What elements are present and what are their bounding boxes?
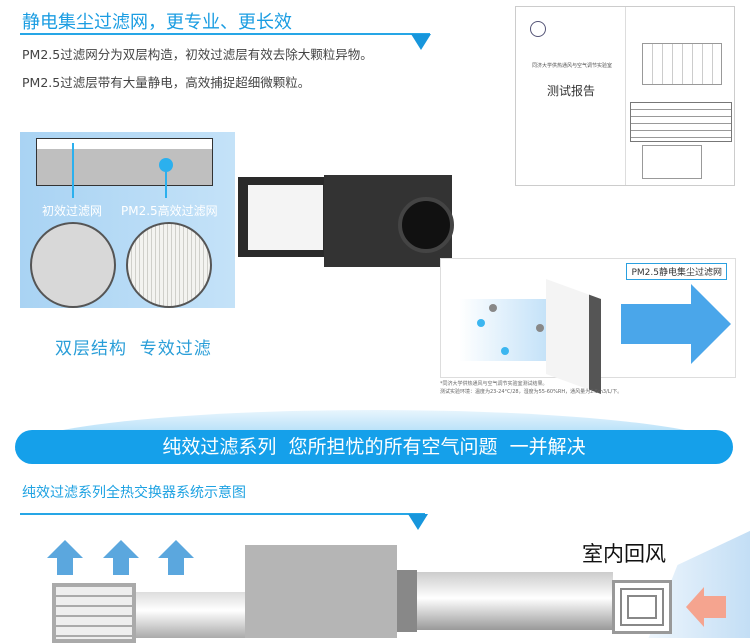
label-hepa-filter: PM2.5高效过滤网 [121, 204, 218, 218]
footnote: *同济大学供热通风与空气调节实验室测试结果。 [440, 381, 548, 387]
supply-grille [52, 583, 136, 643]
slogan-banner: 纯效过滤系列 您所担忧的所有空气问题 一并解决 [15, 430, 733, 464]
report-chart [641, 43, 722, 85]
duct [136, 592, 246, 638]
airflow-up-arrow-icon [103, 540, 139, 575]
section-title: 纯效过滤系列全热交换器系统示意图 [22, 485, 246, 501]
triangle-marker-icon [411, 34, 431, 50]
label-primary-filter: 初效过滤网 [42, 204, 103, 218]
duct [417, 572, 613, 630]
divider [20, 33, 430, 35]
seal-icon [530, 21, 546, 37]
report-chart [641, 145, 702, 179]
hepa-filter-closeup [126, 222, 212, 308]
primary-filter-closeup [30, 222, 116, 308]
report-lab: 同济大学供热通风与空气调节实验室 [531, 63, 612, 69]
airflow-up-arrow-icon [47, 540, 83, 575]
electrostatic-filter-diagram: PM2.5静电集尘过滤网 [440, 258, 736, 395]
description-line: PM2.5过滤层带有大量静电，高效捕捉超细微颗粒。 [22, 75, 311, 90]
triangle-marker-icon [408, 514, 428, 530]
diagram-tag: PM2.5静电集尘过滤网 [626, 263, 727, 280]
test-report-image: 同济大学供热通风与空气调节实验室 测试报告 [515, 6, 735, 186]
return-air-vent [612, 580, 672, 634]
report-table [629, 102, 732, 142]
filter-layers-diagram [36, 138, 213, 186]
filter-caption: 双层结构 专效过滤 [55, 339, 212, 359]
return-air-label: 室内回风 [582, 542, 666, 566]
filter-box-product [238, 175, 454, 269]
report-title: 测试报告 [546, 84, 595, 98]
airflow-up-arrow-icon [158, 540, 194, 575]
heat-exchanger-unit [245, 545, 397, 638]
section-title: 静电集尘过滤网，更专业、更长效 [22, 12, 292, 33]
footnote: 测试实验环境：温度为23-24°C/28，湿度为55-60%RH，通风量为2.5… [440, 389, 623, 395]
divider [20, 513, 425, 515]
description-line: PM2.5过滤网分为双层构造，初效过滤层有效去除大颗粒异物。 [22, 47, 373, 62]
